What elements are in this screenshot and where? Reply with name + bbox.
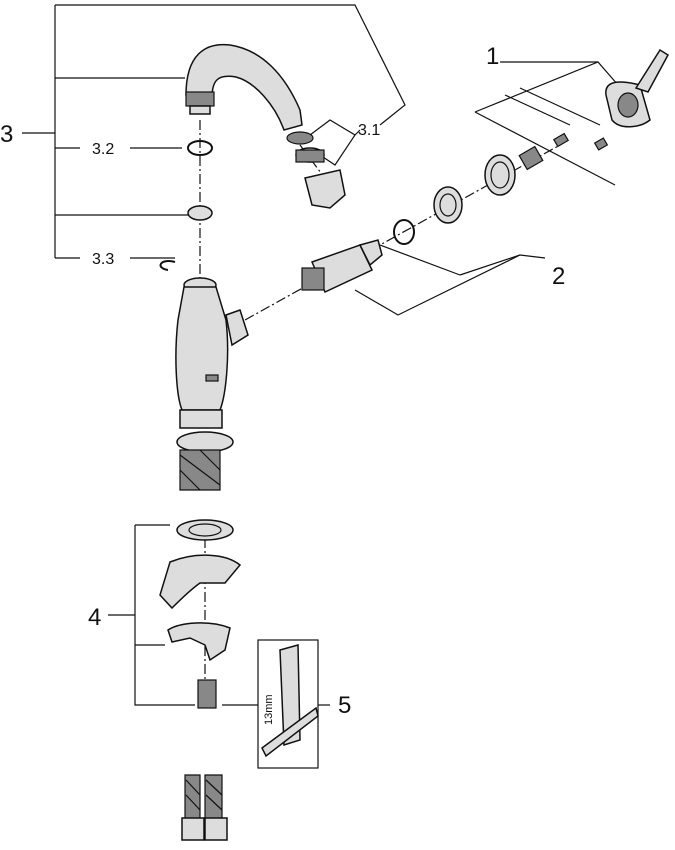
clip bbox=[159, 260, 176, 271]
aerator-parts bbox=[286, 131, 346, 209]
seal-ring bbox=[187, 140, 213, 156]
nut bbox=[187, 205, 213, 221]
wrench bbox=[257, 639, 319, 769]
label-part-4: 4 bbox=[88, 604, 101, 631]
spout bbox=[185, 43, 303, 131]
label-part-1: 1 bbox=[486, 43, 499, 70]
o-ring bbox=[393, 219, 415, 245]
adapter bbox=[518, 145, 544, 171]
label-part-2: 2 bbox=[552, 263, 565, 290]
mounting-parts bbox=[159, 519, 242, 709]
hoses bbox=[181, 774, 228, 841]
label-part-3: 3 bbox=[0, 121, 13, 148]
faucet-body bbox=[175, 277, 249, 491]
label-part-3-1: 3.1 bbox=[358, 122, 380, 139]
lever-handle bbox=[593, 48, 669, 151]
grub-screw bbox=[552, 132, 570, 148]
label-part-5: 5 bbox=[338, 692, 351, 719]
assembly-axes bbox=[199, 120, 561, 690]
cap-ring bbox=[484, 154, 516, 196]
label-wrench-size: 13mm bbox=[263, 694, 275, 725]
leader-lines bbox=[22, 4, 619, 706]
label-part-3-3: 3.3 bbox=[92, 251, 114, 268]
sleeve-ring bbox=[433, 186, 463, 224]
label-part-3-2: 3.2 bbox=[92, 141, 114, 158]
cartridge bbox=[301, 239, 383, 294]
